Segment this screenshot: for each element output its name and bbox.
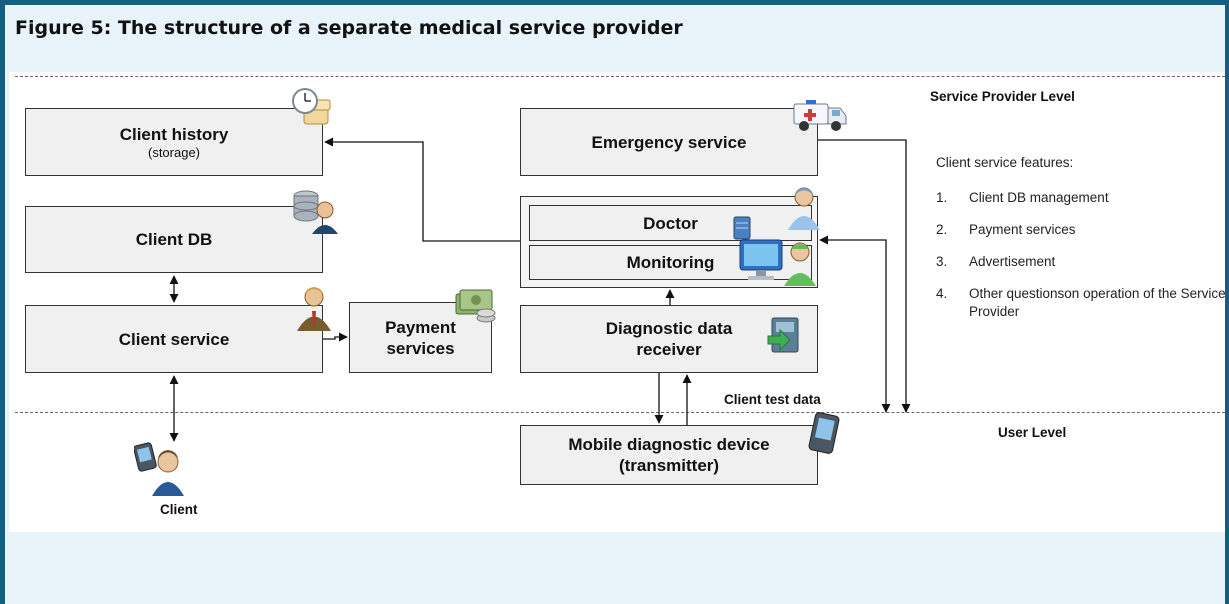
feature-item: 3. Advertisement — [936, 253, 1226, 271]
top-dashed-separator — [15, 76, 1225, 77]
client-service-title: Client service — [118, 329, 230, 349]
figure-title: Figure 5: The structure of a separate me… — [15, 17, 683, 39]
doctor-title: Doctor — [643, 213, 698, 233]
level-dashed-separator — [15, 412, 1225, 413]
computer-monitor-icon — [739, 239, 816, 286]
mobile-device-line1: Mobile diagnostic device — [568, 435, 770, 454]
feature-number: 4. — [936, 286, 948, 301]
payment-services-line1: Payment — [385, 317, 456, 337]
payment-services-line2: services — [386, 338, 455, 358]
feature-text: Client DB management — [969, 190, 1109, 205]
feature-item: 2. Payment services — [936, 221, 1226, 239]
feature-text: Other questionson operation of the Servi… — [969, 286, 1226, 319]
money-stack-icon — [455, 289, 496, 323]
doctor-to-history-arrow — [324, 137, 520, 242]
user-level-label: User Level — [998, 425, 1067, 440]
emergency-service-box: Emergency service — [520, 108, 818, 176]
feature-text: Advertisement — [969, 254, 1056, 269]
diagnostic-receiver-line2: receiver — [636, 340, 702, 359]
feature-number: 1. — [936, 190, 948, 205]
client-db-title: Client DB — [135, 230, 213, 249]
feature-number: 2. — [936, 222, 948, 237]
client-test-data-label: Client test data — [724, 392, 821, 407]
monitoring-title: Monitoring — [626, 253, 715, 272]
client-history-title: Client history — [119, 124, 229, 144]
mobile-device-line2: (transmitter) — [618, 456, 720, 475]
pda-device-icon — [808, 412, 840, 454]
user-with-pda-icon — [134, 442, 184, 496]
mobile-diagnostic-device-box: Mobile diagnostic device (transmitter) — [520, 425, 818, 485]
client-db-box: Client DB — [25, 206, 323, 273]
feature-text: Payment services — [969, 222, 1076, 237]
emergency-to-user-arrow — [818, 139, 911, 413]
features-title: Client service features: — [936, 155, 1074, 170]
features-list: 1. Client DB management 2. Payment service… — [936, 189, 1226, 335]
client-history-subtitle: (storage) — [147, 144, 201, 160]
doctor-user-arrow — [819, 235, 891, 413]
emergency-service-title: Emergency service — [591, 132, 747, 152]
business-person-icon — [297, 287, 331, 331]
server-device-icon — [767, 317, 799, 353]
ambulance-icon — [793, 100, 847, 131]
doctor-box: Doctor — [529, 205, 812, 241]
service-provider-level-label: Service Provider Level — [930, 89, 1075, 104]
service-to-payment-arrow — [323, 332, 348, 342]
client-service-box: Client service — [25, 305, 323, 373]
diagnostic-receiver-line1: Diagnostic data — [605, 319, 733, 338]
client-history-box: Client history (storage) — [25, 108, 323, 176]
feature-number: 3. — [936, 254, 948, 269]
server-small-icon — [733, 216, 751, 240]
clock-scroll-icon — [292, 88, 331, 125]
client-label: Client — [160, 502, 198, 517]
database-user-icon — [293, 190, 338, 234]
feature-item: 1. Client DB management — [936, 189, 1226, 207]
doctor-icon — [788, 187, 820, 230]
feature-item: 4. Other questionson operation of the Ser… — [936, 285, 1226, 321]
